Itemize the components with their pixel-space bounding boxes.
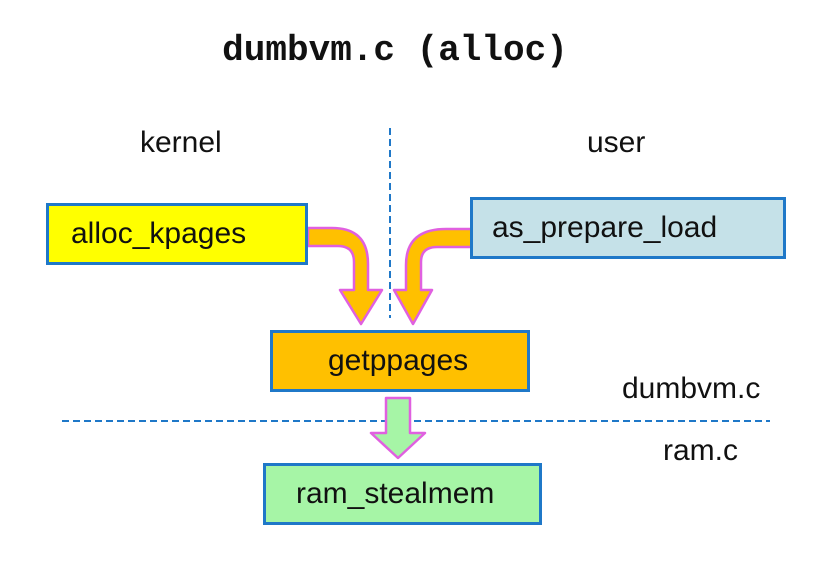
dumbvm-file-label: dumbvm.c (622, 372, 761, 405)
as-prepare-load-label: as_prepare_load (492, 211, 718, 244)
ram-stealmem-label: ram_stealmem (296, 477, 495, 510)
getppages-label: getppages (328, 344, 469, 377)
alloc-kpages-label: alloc_kpages (71, 217, 247, 250)
kernel-label: kernel (140, 126, 222, 159)
ram-stealmem-box: ram_stealmem (263, 463, 542, 525)
arrow-alloc-to-getppages (306, 226, 384, 326)
ram-file-label: ram.c (663, 434, 738, 467)
diagram-title: dumbvm.c (alloc) (222, 30, 568, 71)
arrow-getppages-to-ramstealmem (369, 396, 427, 460)
as-prepare-load-box: as_prepare_load (470, 197, 786, 259)
alloc-kpages-box: alloc_kpages (46, 203, 308, 265)
getppages-box: getppages (270, 330, 530, 392)
arrow-prepare-to-getppages (392, 227, 474, 326)
user-label: user (587, 126, 646, 159)
